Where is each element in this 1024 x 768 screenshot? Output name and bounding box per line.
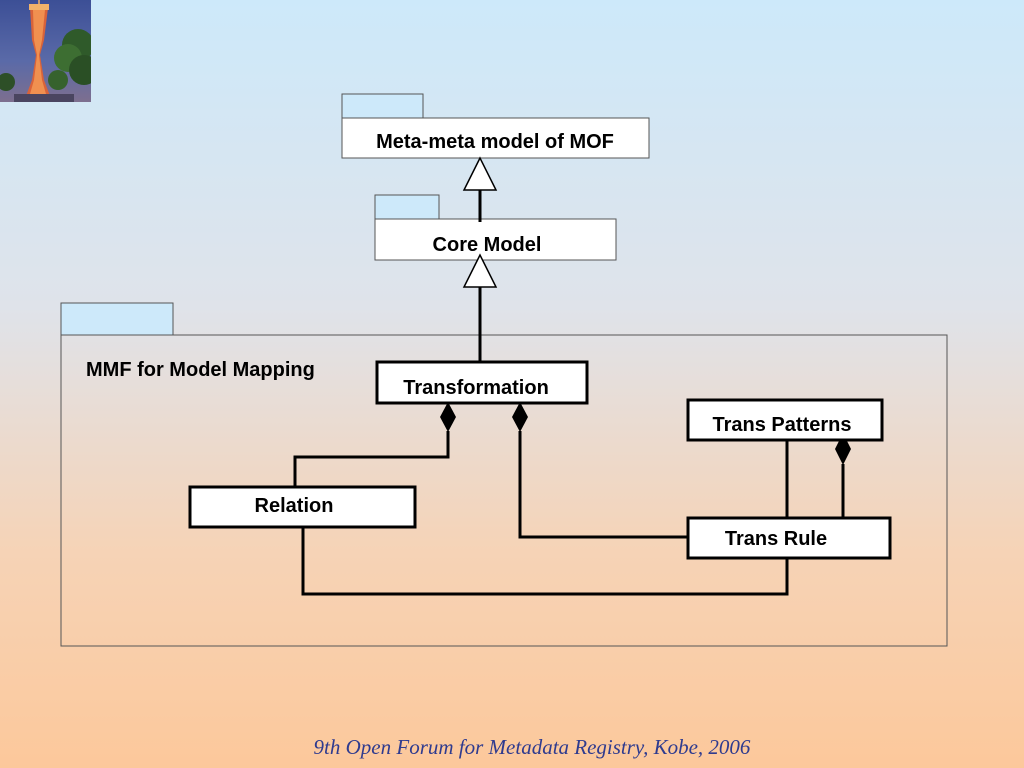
class-relation-name: Relation — [255, 495, 334, 517]
inheritance-arrowhead — [462, 253, 498, 288]
package-tab — [374, 194, 440, 220]
class-box — [686, 516, 892, 560]
class-box — [686, 398, 884, 442]
class-trans-rule-name: Trans Rule — [725, 528, 827, 550]
class-trans-rule: Trans Rule — [686, 516, 892, 560]
package-core-model-name: Core Model — [433, 234, 542, 256]
class-transformation: Transformation — [375, 360, 589, 405]
footer-caption: 9th Open Forum for Metadata Registry, Ko… — [313, 735, 751, 759]
class-box — [375, 360, 589, 405]
package-tab — [341, 93, 424, 119]
package-core-model: Core Model — [374, 194, 617, 261]
class-trans-patterns-name: Trans Patterns — [713, 414, 852, 436]
class-box — [188, 485, 417, 529]
package-body — [341, 117, 650, 159]
composition-transformation-transrule — [518, 431, 688, 539]
package-meta-meta-model-name: Meta-meta model of MOF — [376, 131, 614, 153]
associations — [293, 431, 845, 596]
package-mmf: MMF for Model Mapping — [60, 302, 948, 647]
package-meta-meta-model: Meta-meta model of MOF — [341, 93, 650, 159]
package-body — [60, 334, 948, 647]
composition-diamond — [440, 402, 456, 432]
package-mmf-name: MMF for Model Mapping — [86, 359, 315, 381]
class-trans-patterns: Trans Patterns — [686, 398, 884, 442]
kobe-port-tower-photo — [0, 0, 91, 102]
composition-diamond — [512, 402, 528, 432]
class-relation: Relation — [188, 485, 417, 529]
package-tab — [60, 302, 174, 336]
generalization-core-to-metameta — [462, 156, 498, 222]
composition-transformation-relation — [293, 431, 450, 487]
association-relation-transrule — [301, 527, 789, 596]
generalization-transformation-to-core — [462, 253, 498, 361]
inheritance-arrowhead — [462, 156, 498, 191]
package-body — [374, 218, 617, 261]
class-transformation-name: Transformation — [403, 377, 549, 399]
